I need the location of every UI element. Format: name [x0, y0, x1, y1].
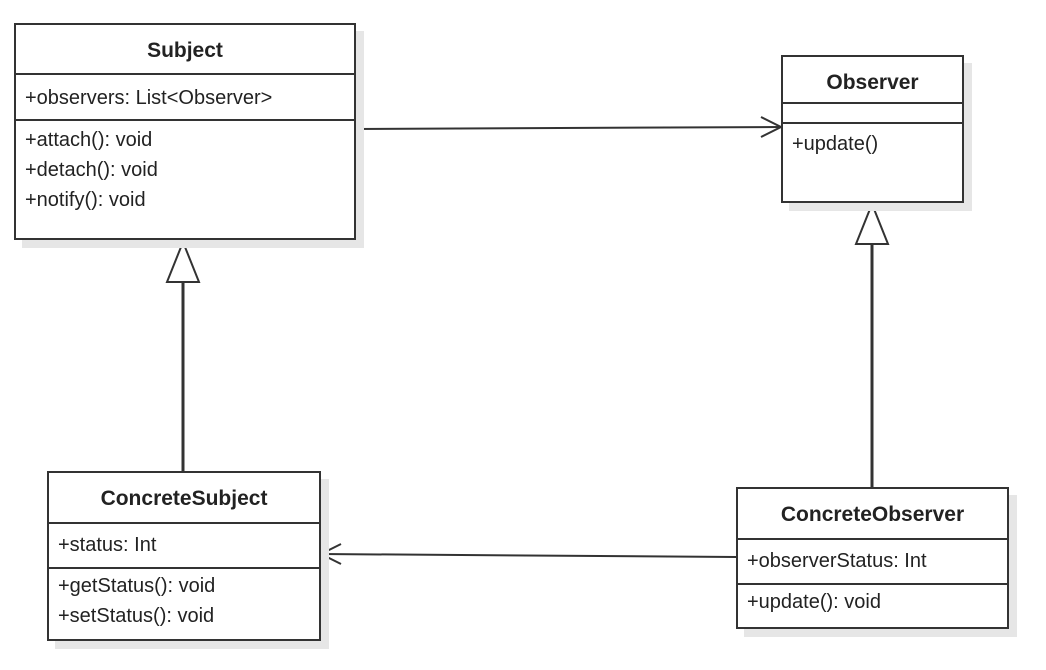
association-subject-observer: [355, 126, 782, 130]
class-subject[interactable]: Subject +observers: List<Observer> +atta…: [14, 23, 356, 240]
methods-concrete-subject: +getStatus(): void +setStatus(): void: [49, 569, 319, 631]
hollow-triangle-observer: [854, 201, 890, 245]
attributes-concrete-subject: +status: Int: [49, 524, 319, 569]
class-name-concrete-subject: ConcreteSubject: [49, 473, 319, 524]
method-update: +update(): [792, 133, 879, 155]
method-notify: +notify(): void: [25, 189, 146, 211]
association-concreteobserver-concretesubject: [320, 553, 737, 558]
attribute-status: +status: Int: [58, 534, 157, 556]
class-name-observer: Observer: [783, 57, 962, 104]
method-get-status: +getStatus(): void: [58, 575, 216, 597]
attribute-observers: +observers: List<Observer>: [25, 87, 273, 109]
attribute-observer-status: +observerStatus: Int: [747, 550, 927, 572]
methods-observer: +update(): [783, 124, 962, 159]
attributes-observer: [783, 104, 962, 124]
class-name-subject: Subject: [16, 25, 354, 75]
method-update-void: +update(): void: [747, 591, 881, 613]
hollow-triangle-subject: [165, 239, 201, 283]
attributes-concrete-observer: +observerStatus: Int: [738, 540, 1007, 585]
class-concrete-observer[interactable]: ConcreteObserver +observerStatus: Int +u…: [736, 487, 1009, 629]
method-set-status: +setStatus(): void: [58, 605, 215, 627]
methods-concrete-observer: +update(): void: [738, 585, 1007, 617]
methods-subject: +attach(): void +detach(): void +notify(…: [16, 121, 354, 215]
open-arrowhead-concretesubject: [318, 543, 342, 565]
attributes-subject: +observers: List<Observer>: [16, 75, 354, 121]
method-attach: +attach(): void: [25, 129, 153, 151]
method-detach: +detach(): void: [25, 159, 158, 181]
class-concrete-subject[interactable]: ConcreteSubject +status: Int +getStatus(…: [47, 471, 321, 641]
class-name-concrete-observer: ConcreteObserver: [738, 489, 1007, 540]
class-observer[interactable]: Observer +update(): [781, 55, 964, 203]
